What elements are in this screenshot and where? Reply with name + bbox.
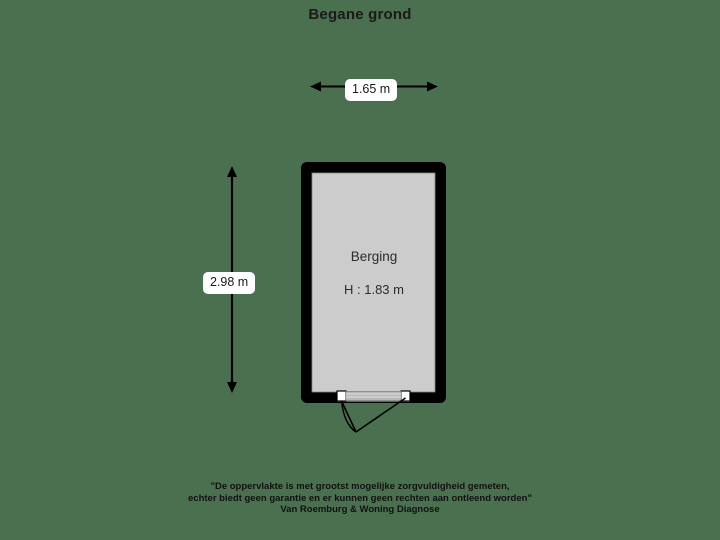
- room-floor: [311, 172, 436, 393]
- height-dimension-label: 2.98 m: [203, 272, 256, 294]
- width-dimension-label: 1.65 m: [345, 79, 398, 101]
- page-title: Begane grond: [308, 6, 412, 23]
- footer-disclaimer: "De oppervlakte is met grootst mogelijke…: [0, 481, 720, 516]
- disclaimer-line-2: echter biedt geen garantie en er kunnen …: [188, 492, 532, 504]
- company-name: Van Roemburg & Woning Diagnose: [280, 504, 440, 515]
- door-jamb-left: [336, 390, 347, 402]
- room-ceiling-height-label: H : 1.83 m: [344, 282, 404, 297]
- room-name-label: Berging: [350, 249, 398, 264]
- door-leaf-band: [345, 391, 402, 401]
- disclaimer-line-1: "De oppervlakte is met grootst mogelijke…: [210, 481, 510, 492]
- door-swing-arc: [340, 397, 406, 433]
